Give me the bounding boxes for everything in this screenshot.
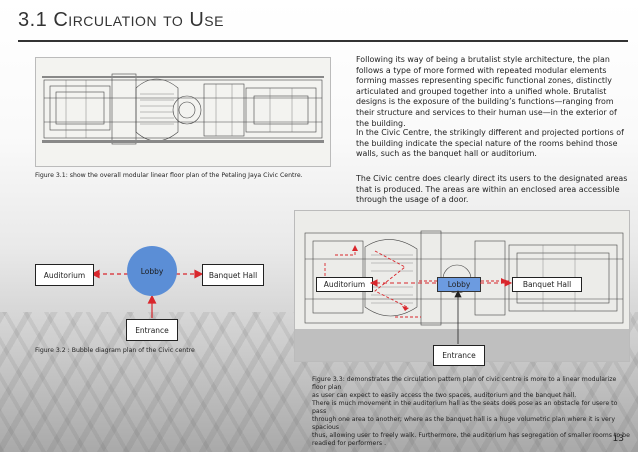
figure-2-caption: Figure 3.2 : Bubble diagram plan of the … (35, 347, 195, 354)
figure-3-caption-line: thus, allowing user to freely walk. Furt… (312, 432, 630, 439)
paragraph-3: The Civic centre does clearly direct its… (356, 174, 628, 205)
figure-3-caption-line: readied for performers . (312, 440, 387, 447)
floor-plan-figure-1 (35, 57, 331, 167)
plan-label-auditorium: Auditorium (316, 277, 373, 292)
title-divider (18, 40, 628, 42)
paragraph-2: In the Civic Centre, the strikingly diff… (356, 128, 624, 159)
bubble-banquet-hall: Banquet Hall (202, 264, 264, 286)
plan-label-banquet-hall: Banquet Hall (512, 277, 582, 292)
bubble-entrance: Entrance (126, 319, 178, 341)
paragraph-1: Following its way of being a brutalist s… (356, 55, 617, 128)
figure-3-caption-line: Figure 3.3: demonstrates the circulation… (312, 376, 617, 391)
page-title: 3.1 Circulation to Use (18, 9, 224, 31)
plan-label-lobby: Lobby (437, 277, 481, 292)
figure-3-caption-line: as user can expect to easily access the … (312, 392, 577, 399)
plan-label-entrance: Entrance (433, 345, 485, 366)
page-number: 13 (612, 434, 624, 444)
bubble-auditorium: Auditorium (35, 264, 94, 286)
figure-3-caption: Figure 3.3: demonstrates the circulation… (312, 376, 632, 448)
figure-3-caption-line: through one area to another; where as th… (312, 416, 616, 431)
bubble-lobby: Lobby (127, 246, 177, 296)
floor-plan-drawing (36, 58, 330, 166)
figure-1-caption: Figure 3.1: show the overall modular lin… (35, 172, 303, 179)
figure-3-caption-line: There is much movement in the auditorium… (312, 400, 618, 415)
